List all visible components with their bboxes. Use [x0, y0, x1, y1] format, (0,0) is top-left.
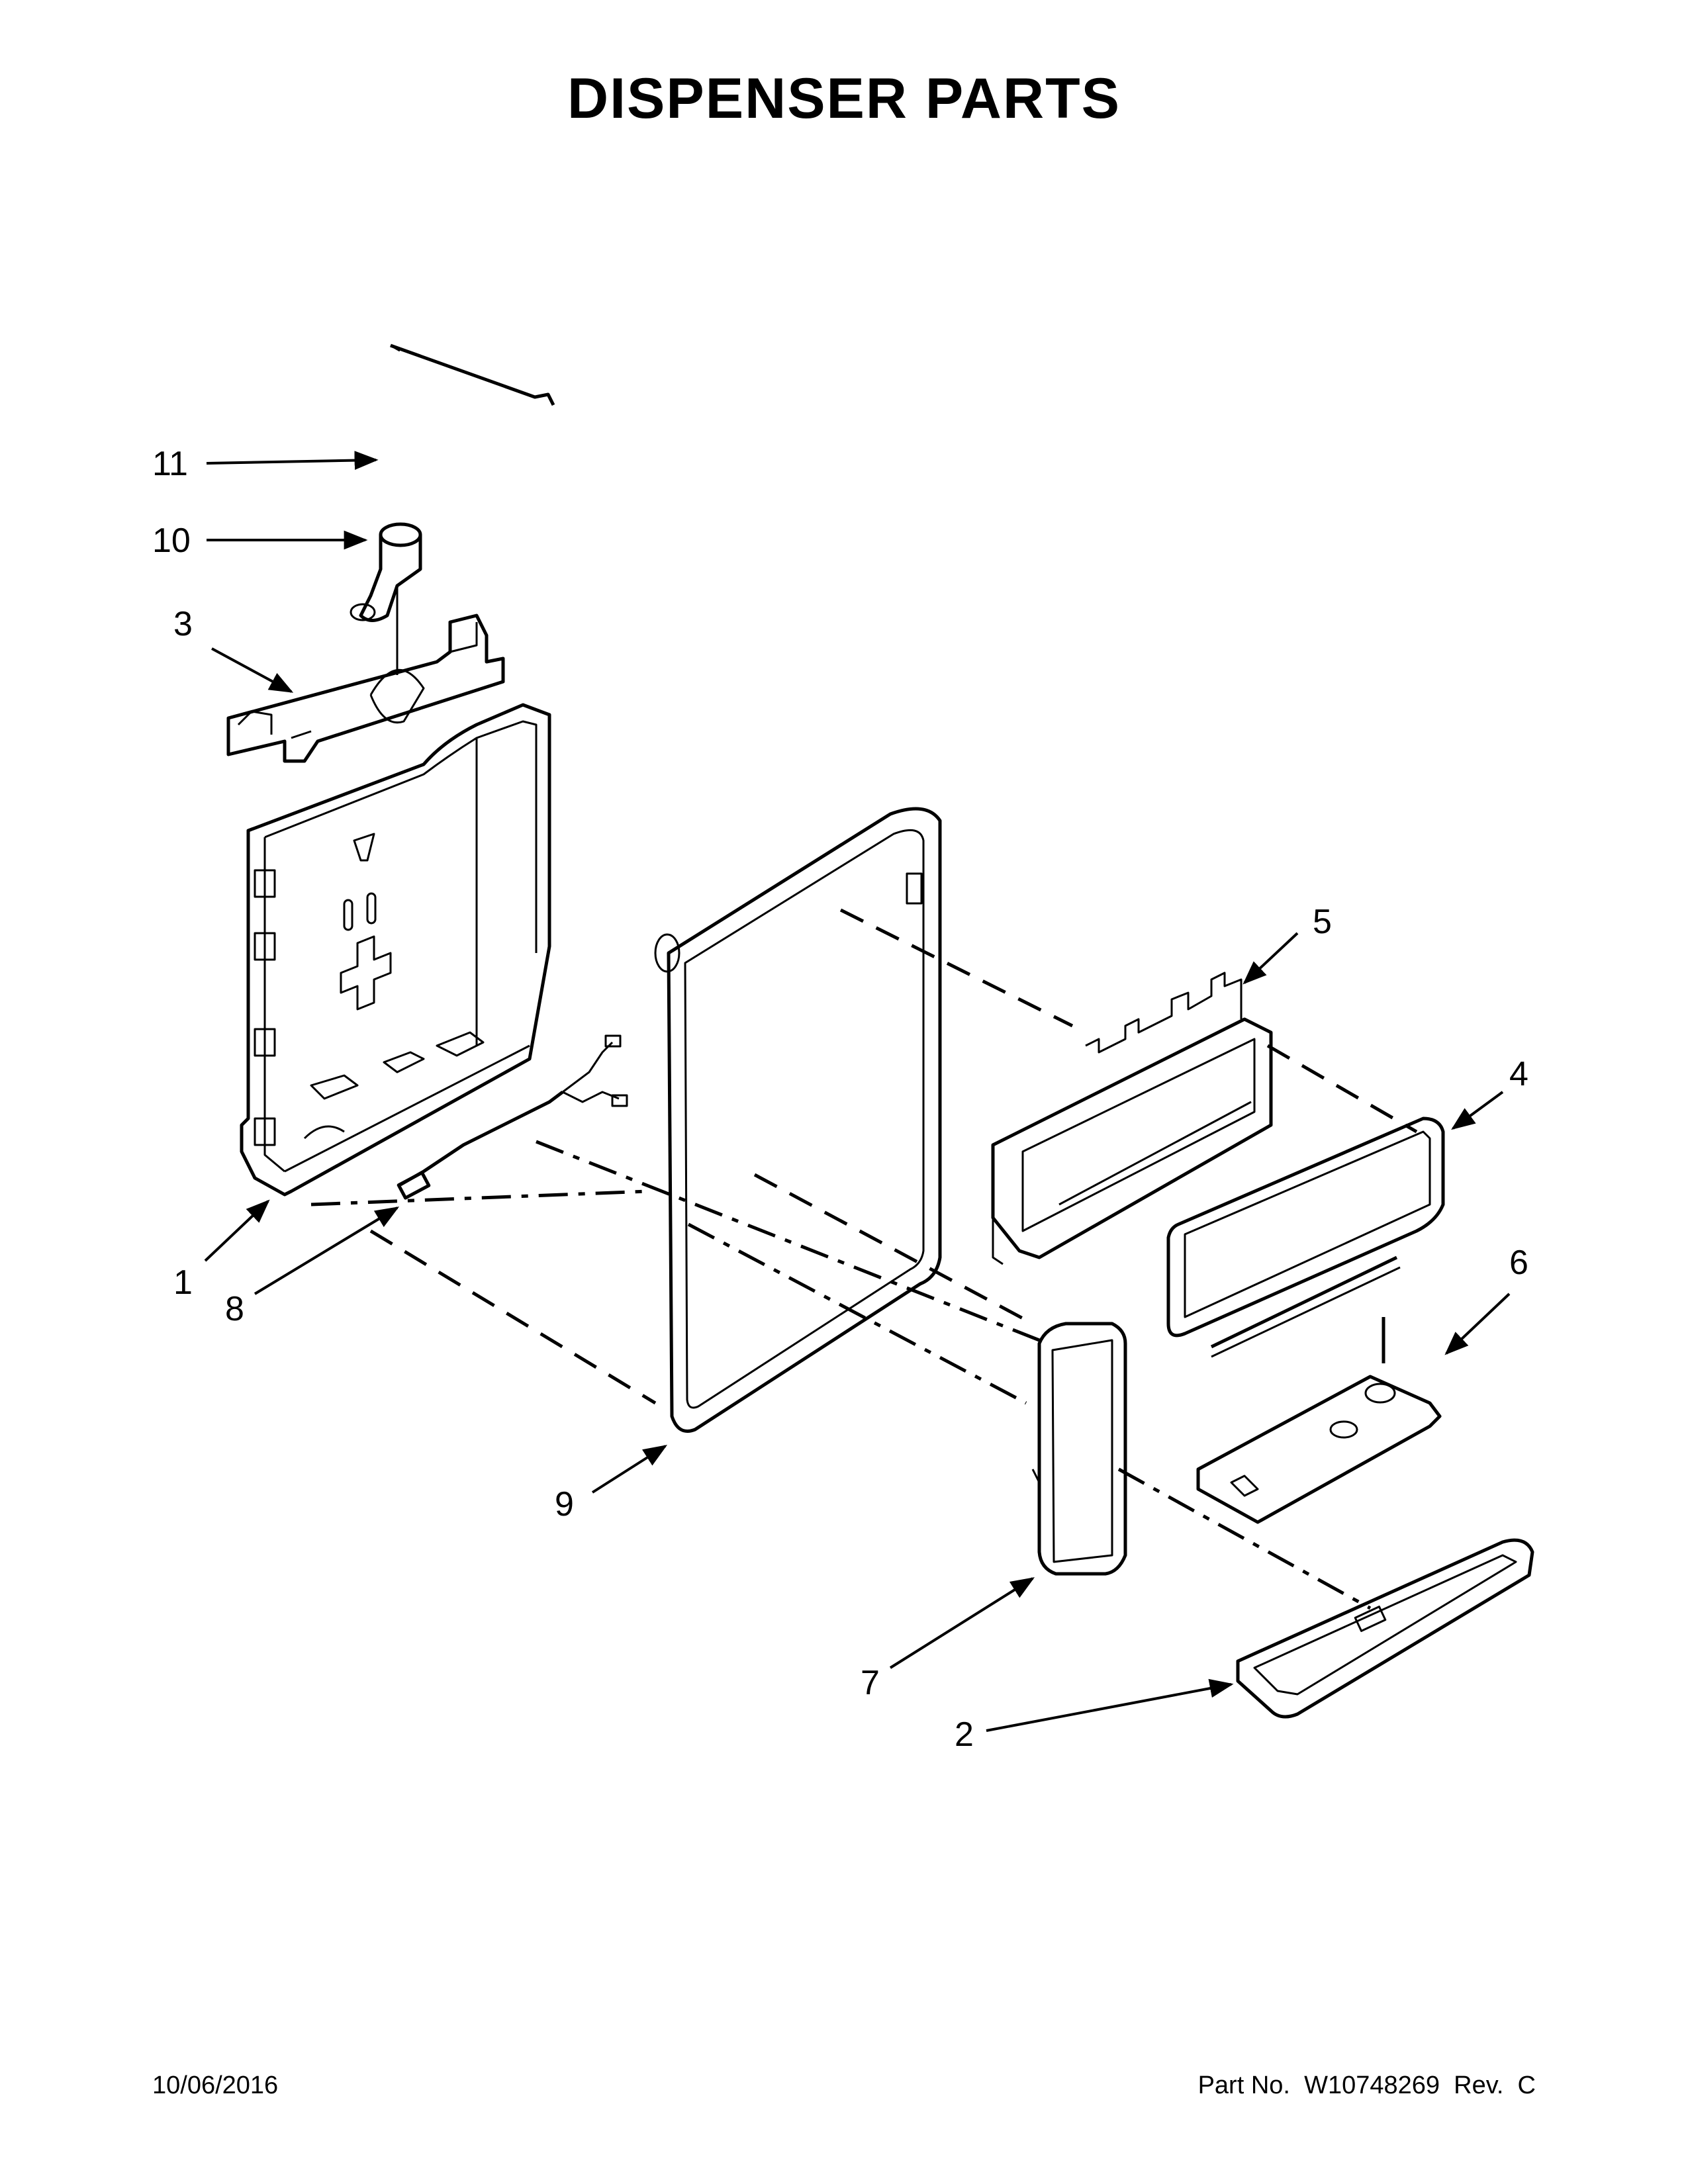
callout-7: 7: [861, 1664, 880, 1702]
leader-lines: [204, 451, 1511, 1732]
callout-5: 5: [1313, 903, 1332, 941]
part-3-top-bracket: [226, 614, 505, 763]
callout-2: 2: [955, 1715, 974, 1754]
part-5-control-housing: [991, 972, 1273, 1265]
part-4-dispenser-panel: [1166, 1116, 1445, 1358]
callout-8: 8: [225, 1290, 244, 1328]
callout-10: 10: [152, 522, 191, 560]
callout-9: 9: [555, 1485, 574, 1524]
alignment-lines: [310, 908, 1418, 1610]
part-8-wire-harness: [397, 1034, 628, 1200]
callout-4: 4: [1509, 1055, 1528, 1093]
part-1-housing: [240, 703, 551, 1197]
part-2-drip-tray: [1236, 1538, 1534, 1719]
callout-labels: 11 10 3 5 4 1 8 6 9 7 2: [152, 445, 1528, 1754]
part-7-actuator-button: [1031, 1322, 1127, 1576]
callout-11: 11: [152, 445, 188, 483]
callout-3: 3: [173, 605, 193, 643]
part-9-gasket-frame: [654, 807, 942, 1433]
callout-1: 1: [173, 1263, 193, 1302]
part-10-elbow-fitting: [350, 522, 422, 675]
callout-6: 6: [1509, 1244, 1528, 1282]
footer-date: 10/06/2016: [152, 2071, 279, 2099]
footer-part-number: Part No. W10748269 Rev. C: [1197, 2071, 1536, 2099]
part-6-bracket: [1196, 1317, 1442, 1524]
part-11-rod: [390, 343, 555, 406]
page-title: DISPENSER PARTS: [567, 67, 1121, 130]
